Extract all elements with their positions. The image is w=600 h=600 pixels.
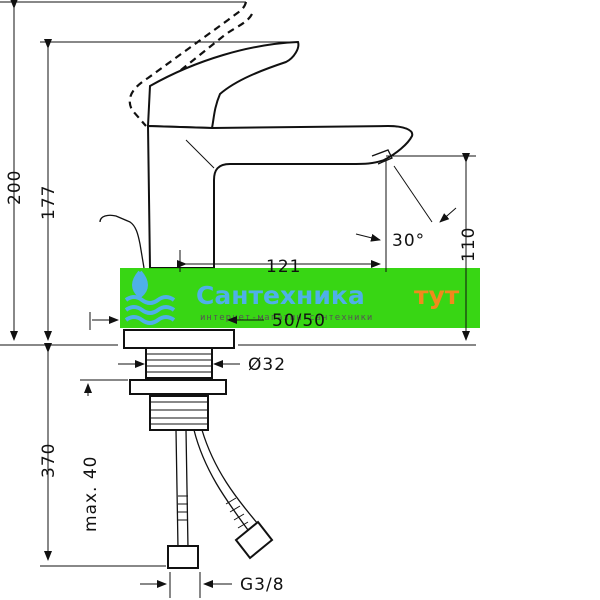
dimension-outlet-height: 110 [238, 153, 479, 346]
watermark: Сантехника тут интернет-магазин сантехни… [120, 268, 480, 328]
hose-nut-right [234, 520, 274, 560]
base-plate [123, 329, 235, 349]
dimension-spout-angle: 30° [355, 160, 457, 272]
supply-hose-left [175, 429, 189, 549]
dimension-mount-diameter: Ø32 [118, 355, 286, 375]
dimension-max-thickness: max. 40 [80, 379, 128, 532]
fixing-nut [149, 395, 209, 431]
pop-up-rod [99, 214, 145, 269]
supply-hose-right [193, 429, 259, 531]
faucet-body [99, 1, 414, 269]
dim-label-diameter-32: Ø32 [248, 355, 286, 375]
washer [129, 379, 227, 395]
dim-label-121: 121 [266, 257, 301, 277]
dim-label-30-degrees: 30° [392, 231, 425, 251]
dimension-hose-length: 370 [39, 343, 166, 567]
dim-label-370: 370 [39, 443, 59, 478]
dim-label-max-40: max. 40 [81, 456, 101, 532]
mounting-assembly [123, 329, 274, 569]
dimension-body-height: 177 [39, 39, 296, 341]
aerator [371, 149, 393, 165]
dim-label-177: 177 [39, 185, 59, 220]
hose-nut-left [167, 545, 199, 569]
faucet-spout [146, 124, 414, 269]
dimension-waste-offset: 50/50 [89, 311, 326, 331]
dim-label-g3-8: G3/8 [240, 575, 285, 595]
dim-label-200: 200 [5, 170, 25, 205]
watermark-name-part2: тут [414, 281, 460, 310]
watermark-wave-icon [124, 270, 176, 325]
threaded-shank [145, 347, 213, 379]
dim-label-50-50: 50/50 [272, 311, 326, 331]
dimension-total-height: 200 [0, 0, 246, 346]
watermark-name-part1: Сантехника [196, 281, 365, 310]
watermark-bar [120, 268, 480, 328]
dim-label-110: 110 [459, 227, 479, 262]
dimension-connection-thread: G3/8 [140, 572, 285, 598]
watermark-tagline: интернет-магазин сантехники [200, 313, 373, 323]
dimension-spout-reach: 121 [177, 250, 381, 277]
lever-handle [146, 40, 300, 130]
spout-contour-line [185, 139, 215, 169]
